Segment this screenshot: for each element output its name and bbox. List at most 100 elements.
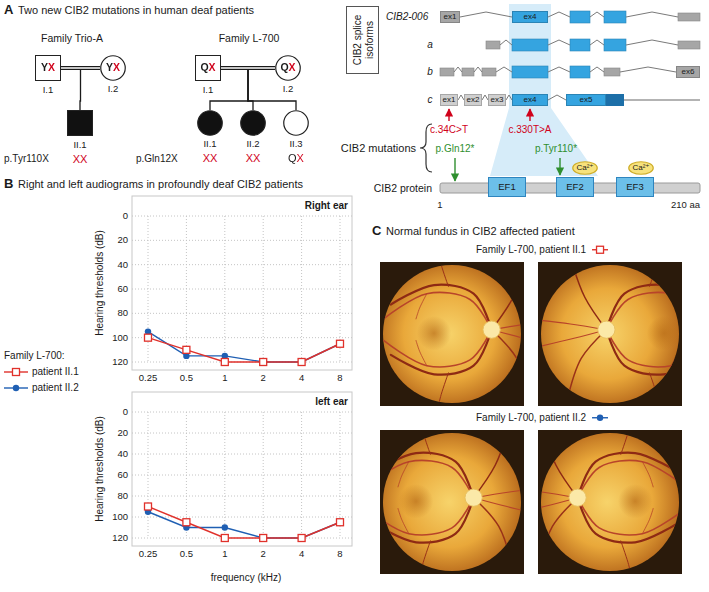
tick-label: 60 — [117, 470, 128, 481]
panel-title: Right and left audiograms in profoundly … — [18, 178, 303, 191]
tick-label: 4 — [299, 373, 304, 384]
pedigree-female: II.2XX — [240, 110, 266, 136]
blood-vessel — [621, 541, 632, 577]
tick-label: 100 — [112, 512, 128, 523]
blood-vessel — [384, 292, 492, 329]
tick-label: 20 — [117, 428, 128, 439]
tick-label: 120 — [112, 533, 128, 544]
exon-box — [486, 41, 500, 49]
node-outline — [283, 110, 309, 136]
blood-vessel — [492, 258, 528, 330]
individual-id: I.1 — [43, 85, 54, 95]
data-marker — [298, 535, 304, 541]
legend-title: Family L-700: — [4, 350, 65, 362]
grid-line — [263, 216, 264, 362]
blood-vessel — [391, 285, 492, 330]
blood-vessel — [366, 460, 474, 497]
descent-line — [61, 68, 81, 110]
tick-label: 0 — [123, 211, 128, 222]
tick-label: 4 — [299, 549, 304, 560]
tick-label: 80 — [117, 308, 128, 319]
blood-vessel — [570, 258, 606, 330]
intron-line — [590, 40, 604, 45]
exon-box: ex2 — [464, 94, 482, 106]
tick-label: 0.25 — [139, 549, 158, 560]
genotype: YX — [41, 62, 55, 74]
data-marker — [183, 346, 190, 353]
caption-marker — [592, 246, 608, 253]
data-marker — [597, 415, 603, 421]
blood-vessel — [650, 250, 661, 286]
data-marker — [13, 385, 19, 391]
data-marker — [337, 340, 344, 347]
fundus-photo — [366, 418, 553, 576]
mutation-name: p.Gln12X — [136, 153, 178, 165]
exon-coding-end — [606, 94, 624, 106]
data-marker — [145, 334, 152, 341]
intron-line — [496, 67, 512, 72]
legend-samples — [4, 369, 28, 392]
axis-title: Hearing thresholds (dB) — [94, 416, 106, 522]
grid-line — [132, 412, 352, 413]
intron-line — [500, 40, 512, 45]
blood-vessel — [366, 498, 474, 535]
blood-vessel — [642, 508, 653, 533]
blood-vessel — [578, 460, 686, 497]
retina-detail — [366, 418, 553, 576]
grid-line — [132, 313, 352, 314]
macula — [399, 484, 434, 519]
exon-label: ex1 — [444, 13, 457, 22]
blood-vessel — [398, 508, 409, 533]
pedigree-female: QXI.2 — [275, 55, 301, 81]
tick-label: 60 — [117, 284, 128, 295]
blood-vessel — [534, 330, 606, 348]
chart-title: left ear — [315, 396, 348, 408]
grid-line — [132, 216, 352, 217]
exon-box — [678, 41, 700, 49]
photo-frame — [538, 262, 682, 406]
data-marker — [222, 524, 228, 530]
tick-label: 2 — [261, 373, 266, 384]
exon-label: ex4 — [524, 13, 537, 22]
blood-vessel — [474, 426, 510, 498]
fundus-photo — [527, 250, 709, 408]
optic-disc — [465, 489, 482, 506]
exon-box — [570, 66, 590, 78]
optic-disc — [483, 321, 500, 338]
grid-line — [132, 433, 352, 434]
tick-label: 0.5 — [180, 373, 193, 384]
family-name: Family L-700 — [219, 32, 280, 44]
grid-line — [132, 496, 352, 497]
blood-vessel — [650, 373, 661, 409]
mutation-label: c.34C>T — [430, 124, 468, 136]
blood-vessel — [438, 373, 449, 409]
blood-vessel — [384, 330, 492, 367]
optic-disc — [598, 321, 615, 338]
pedigree-female: II.3QX — [283, 110, 309, 136]
ef-hand-domain: EF2 — [556, 177, 594, 197]
data-marker — [260, 359, 267, 366]
ef-hand-domain: EF3 — [616, 177, 654, 197]
exon-box — [570, 11, 590, 23]
grid-line — [186, 216, 187, 362]
macula — [618, 484, 653, 519]
node-outline — [240, 110, 266, 136]
audiogram — [132, 196, 352, 370]
panel-letter: C — [372, 224, 381, 239]
tick-label: 120 — [112, 357, 128, 368]
threshold-line — [148, 507, 340, 539]
blood-vessel — [398, 462, 409, 487]
data-marker — [298, 359, 304, 365]
utr-line — [624, 99, 700, 101]
intron-line — [548, 67, 570, 72]
exon-box: ex6 — [676, 66, 700, 78]
node-shape — [629, 162, 654, 175]
grid-line — [301, 412, 302, 538]
domain-label: EF2 — [566, 182, 583, 192]
threshold-line — [148, 338, 340, 362]
audiogram — [132, 392, 352, 546]
blood-vessel — [416, 340, 427, 365]
grid-line — [132, 475, 352, 476]
data-marker — [337, 341, 343, 347]
panel-letter: B — [4, 177, 13, 192]
